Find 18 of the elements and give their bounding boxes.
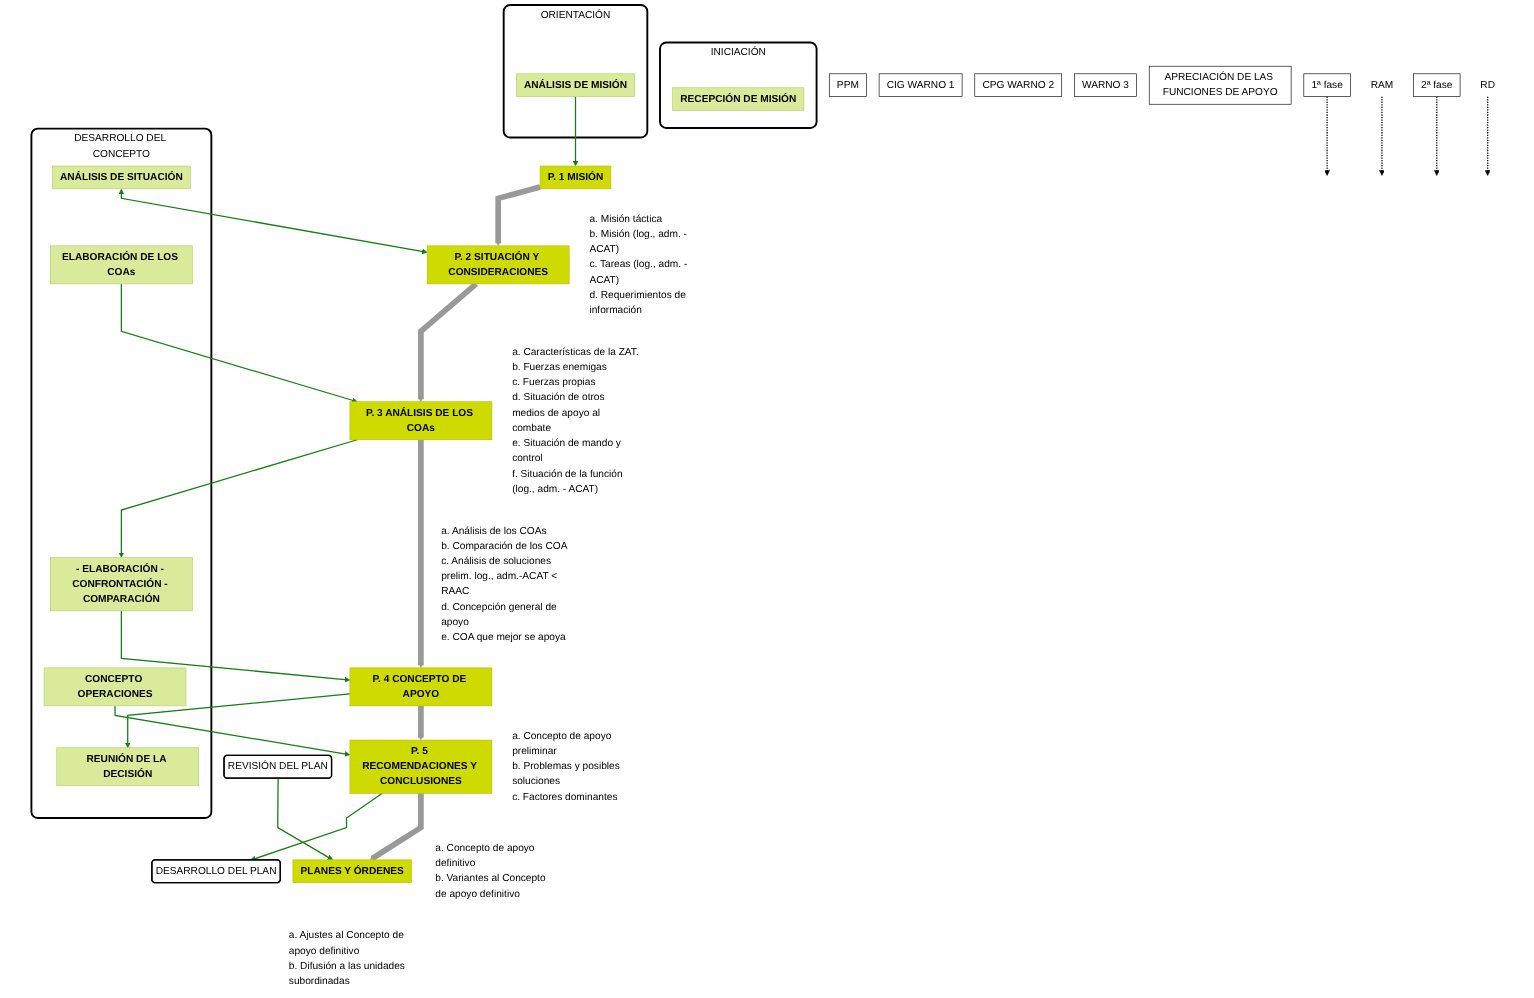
arrow (277, 777, 334, 861)
arrow (118, 188, 428, 255)
arrow (1434, 96, 1440, 176)
arrow (418, 439, 424, 669)
arrow (120, 283, 358, 403)
arrow (1324, 96, 1330, 176)
arrow (418, 281, 478, 402)
arrow (418, 705, 424, 741)
arrow (250, 792, 383, 862)
arrow (1484, 96, 1491, 176)
arrow (118, 439, 358, 558)
arrow (369, 793, 424, 861)
arrow (124, 693, 351, 748)
arrow (114, 705, 351, 757)
arrow (495, 184, 541, 247)
arrow (572, 96, 579, 167)
arrow (120, 610, 351, 683)
arrow (1379, 96, 1385, 176)
